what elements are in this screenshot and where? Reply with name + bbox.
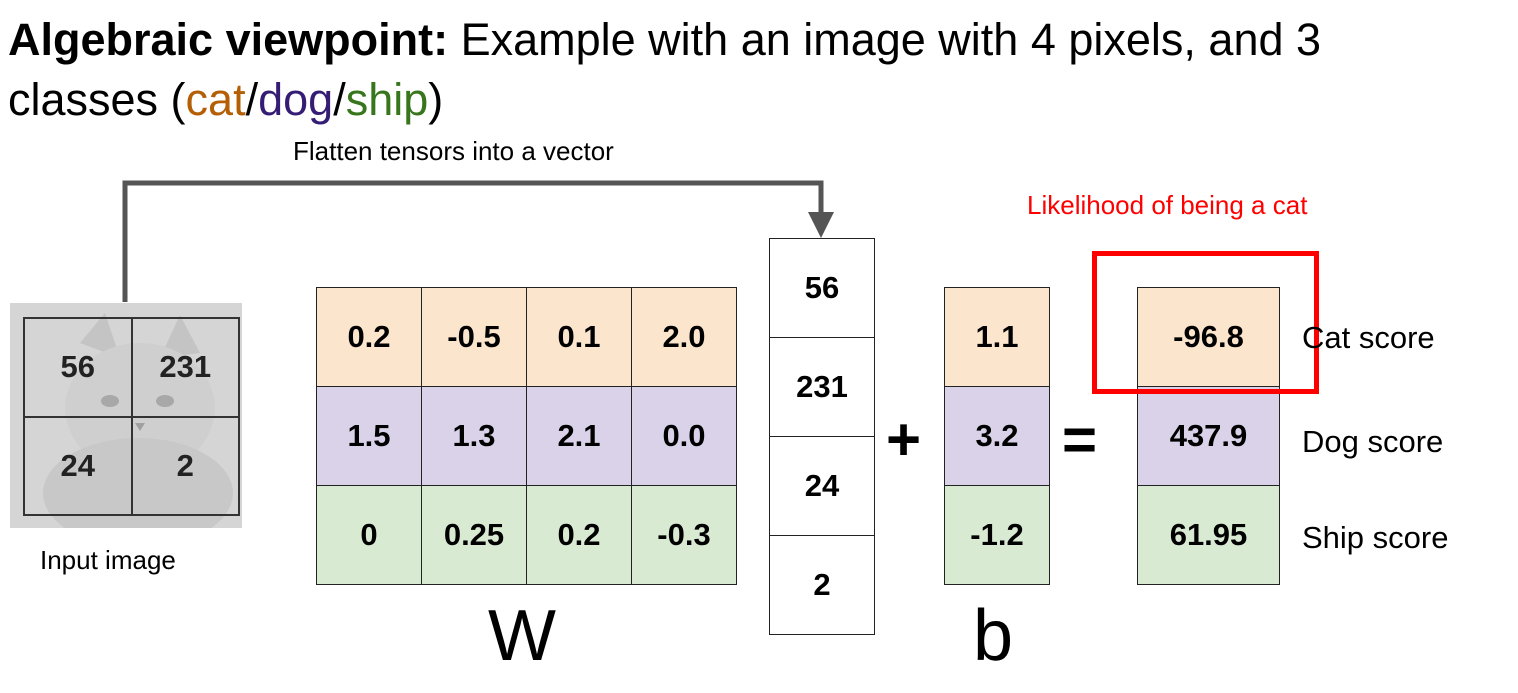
input-vector-cell: 56	[769, 238, 875, 338]
weight-cell: 0.1	[526, 287, 632, 387]
ship-score-label: Ship score	[1302, 520, 1449, 555]
cat-score-highlight-box	[1092, 251, 1319, 394]
weight-cell: 1.5	[316, 386, 422, 486]
pixel-value: 56	[24, 318, 132, 417]
cat-score-label: Cat score	[1302, 320, 1435, 355]
cat-photo	[10, 303, 242, 528]
pixel-grid: 56 231 24 2	[23, 317, 240, 516]
plus-sign: +	[886, 406, 922, 473]
weight-cell: 0.2	[526, 485, 632, 585]
pixel-value: 24	[24, 416, 132, 515]
title-dog: dog	[258, 74, 334, 125]
weight-cell: 2.0	[631, 287, 737, 387]
dog-score-label: Dog score	[1302, 424, 1444, 459]
flatten-label: Flatten tensors into a vector	[293, 136, 614, 166]
equals-sign: =	[1062, 406, 1098, 473]
bias-cell: 1.1	[944, 287, 1050, 387]
input-image: 56 231 24 2	[10, 303, 242, 528]
weight-cell: 2.1	[526, 386, 632, 486]
bias-vector: 1.1 3.2 -1.2	[944, 287, 1050, 585]
score-vector: -96.8 437.9 61.95	[1137, 287, 1280, 585]
score-cell-dog: 437.9	[1137, 386, 1280, 486]
input-vector-cell: 24	[769, 436, 875, 536]
weight-matrix: 0.2 -0.5 0.1 2.0 1.5 1.3 2.1 0.0 0 0.25 …	[316, 287, 737, 585]
weight-cell: 0.25	[421, 485, 527, 585]
score-cell-cat: -96.8	[1137, 287, 1280, 387]
weight-row-dog: 1.5 1.3 2.1 0.0	[316, 386, 737, 486]
title-sep2: /	[333, 74, 346, 125]
weight-cell: 0.2	[316, 287, 422, 387]
slide-title: Algebraic viewpoint: Example with an ima…	[8, 10, 1513, 130]
input-vector-cell: 2	[769, 535, 875, 635]
input-vector: 56 231 24 2	[769, 238, 875, 635]
likelihood-label: Likelihood of being a cat	[1027, 190, 1308, 220]
input-image-label: Input image	[40, 545, 176, 575]
input-vector-cell: 231	[769, 337, 875, 437]
weight-row-cat: 0.2 -0.5 0.1 2.0	[316, 287, 737, 387]
title-line2-prefix: classes (	[8, 74, 186, 125]
bias-cell: 3.2	[944, 386, 1050, 486]
pixel-value: 231	[131, 318, 239, 417]
weight-cell: -0.5	[421, 287, 527, 387]
bias-cell: -1.2	[944, 485, 1050, 585]
title-bold: Algebraic viewpoint:	[8, 14, 449, 65]
weight-cell: 1.3	[421, 386, 527, 486]
weight-cell: 0	[316, 485, 422, 585]
weight-cell: -0.3	[631, 485, 737, 585]
bias-vector-label: b	[973, 596, 1014, 676]
score-cell-ship: 61.95	[1137, 485, 1280, 585]
title-sep1: /	[245, 74, 259, 125]
pixel-value: 2	[131, 416, 239, 515]
title-ship: ship	[345, 74, 429, 125]
weight-cell: 0.0	[631, 386, 737, 486]
title-line2-suffix: )	[428, 74, 444, 125]
title-cat: cat	[185, 74, 246, 125]
weight-matrix-label: W	[488, 596, 556, 676]
title-rest: Example with an image with 4 pixels, and…	[448, 14, 1322, 65]
weight-row-ship: 0 0.25 0.2 -0.3	[316, 485, 737, 585]
